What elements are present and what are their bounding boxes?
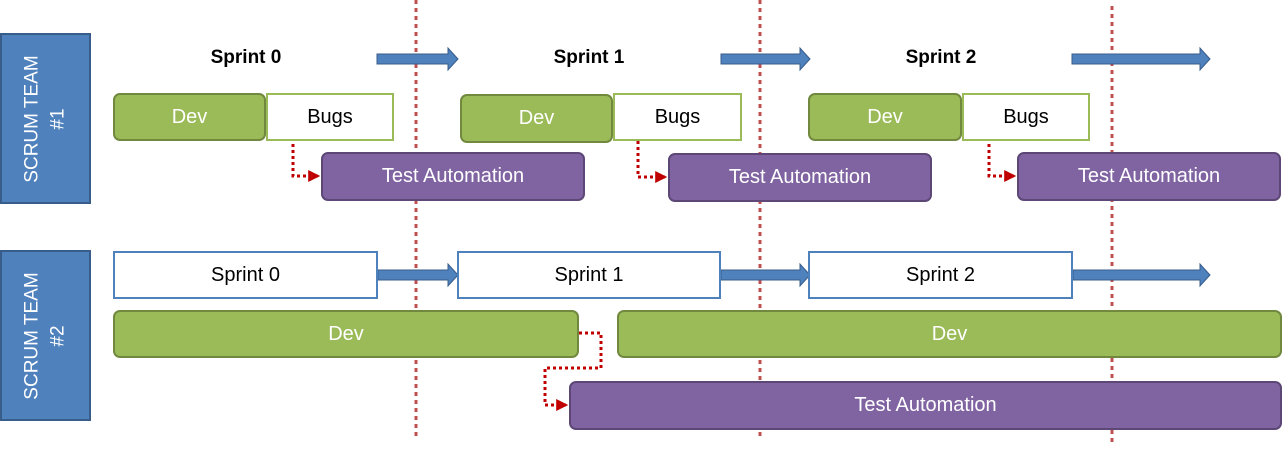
team2-sprint0-box: Sprint 0 (113, 251, 378, 299)
scrum-team-1-label: SCRUM TEAM #1 (0, 33, 91, 204)
team2-label-line2: #2 (47, 324, 69, 347)
team2-dev-block-2: Dev (617, 310, 1282, 358)
team2-automation: Test Automation (569, 381, 1282, 430)
team1-sprint2-header: Sprint 2 (905, 47, 977, 68)
team2-connector-dev-to-automation (543, 331, 603, 411)
team1-label-line2: #1 (47, 107, 69, 130)
team1-label-line1: SCRUM TEAM (21, 54, 43, 183)
team1-sprint2-dev: Dev (808, 93, 962, 141)
team1-sprint1-dev: Dev (460, 94, 613, 143)
team1-sprint0-automation: Test Automation (321, 152, 585, 201)
team1-sprint1-automation: Test Automation (668, 153, 932, 202)
team1-sprint2-automation: Test Automation (1017, 152, 1281, 201)
team2-sprint2-box: Sprint 2 (808, 251, 1073, 299)
team2-sprint1-box: Sprint 1 (457, 251, 721, 299)
team2-flow-arrow-2 (720, 262, 811, 288)
team2-flow-arrow-1 (377, 262, 459, 288)
team1-flow-arrow-2 (720, 46, 811, 72)
team1-flow-arrow-3 (1071, 46, 1211, 72)
team1-sprint1-header: Sprint 1 (553, 47, 625, 68)
team2-dev-block-1: Dev (113, 310, 579, 358)
team1-sprint0-bugs: Bugs (266, 93, 394, 141)
team1-sprint2-bugs: Bugs (962, 93, 1090, 141)
team1-flow-arrow-1 (376, 46, 459, 72)
scrum-team-2-label: SCRUM TEAM #2 (0, 250, 91, 421)
team1-sprint1-bugs: Bugs (613, 93, 742, 141)
team1-sprint0-header: Sprint 0 (210, 47, 282, 68)
team1-sprint0-dev: Dev (113, 93, 266, 141)
team2-label-line1: SCRUM TEAM (21, 271, 43, 400)
team2-flow-arrow-3 (1072, 262, 1211, 288)
